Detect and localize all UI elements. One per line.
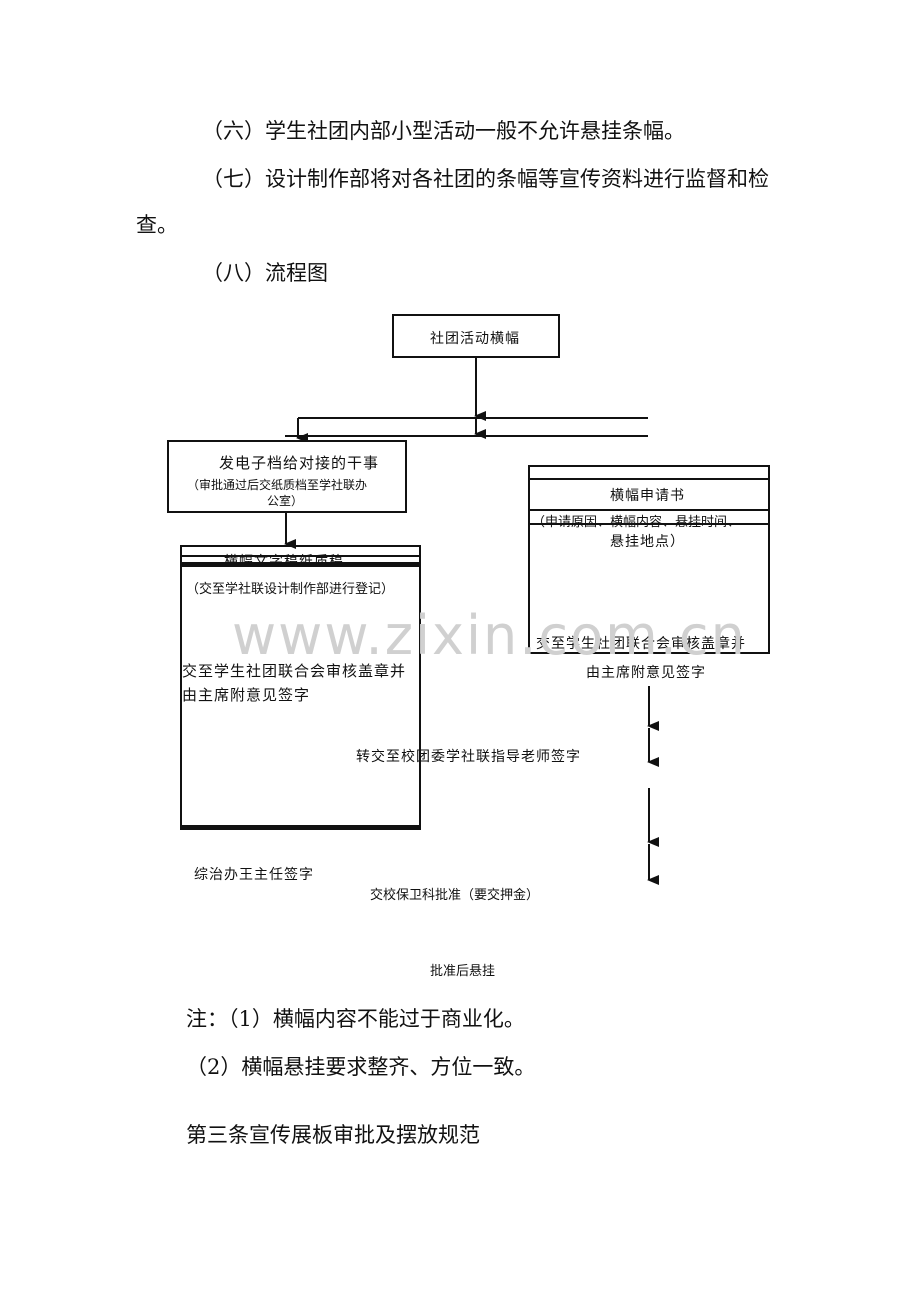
flow-left-tall-rule2: [180, 562, 421, 567]
flow-left-tall-title: 横幅文字稿纸质稿: [224, 554, 344, 562]
flow-left-tall-line2: 由主席附意见签字: [182, 686, 311, 704]
flow-left-tall-bottom: [180, 825, 421, 830]
flow-left-box-title: 发电子档给对接的干事: [219, 454, 380, 472]
flow-left-tall-rule1: [180, 555, 421, 557]
flow-right-below: 由主席附意见签字: [586, 665, 706, 681]
flow-left-box: 发电子档给对接的干事 （审批通过后交纸质档至学社联办 公室）: [167, 440, 407, 513]
flow-right-box-rule3: [530, 523, 768, 525]
flow-right-box-title: 横幅申请书: [610, 488, 685, 504]
flow-right-box-bottom: 交至学生社团联合会审核盖章并: [536, 636, 746, 652]
flow-final: 批准后悬挂: [430, 964, 496, 979]
flow-left-tall-register: （交至学社联设计制作部进行登记）: [186, 582, 395, 597]
watermark: www.zixin.com.cn: [232, 604, 747, 667]
flow-left-tall-top: [180, 545, 421, 547]
flow-left-tall-right-edge: [419, 546, 421, 828]
flow-left-tall-title-clip: 横幅文字稿纸质稿: [182, 548, 418, 562]
flow-left-tall-left-edge: [180, 546, 182, 828]
flow-security: 交校保卫科批准（要交押金）: [370, 888, 540, 903]
flow-top-box-label: 社团活动横幅: [430, 331, 520, 347]
paragraph-seven-line2: 查。: [136, 213, 178, 237]
note-two: （2）横幅悬挂要求整齐、方位一致。: [186, 1055, 536, 1079]
flow-director-sign: 综治办王主任签字: [194, 867, 314, 883]
note-one: 注：（1）横幅内容不能过于商业化。: [186, 1007, 525, 1031]
flow-left-box-sub1: （审批通过后交纸质档至学社联办: [187, 478, 368, 492]
section-heading: 第三条宣传展板审批及摆放规范: [186, 1123, 480, 1147]
flow-right-box-rule2: [530, 509, 768, 511]
flow-left-box-sub2: 公室）: [267, 494, 304, 508]
flow-top-box: 社团活动横幅: [392, 314, 560, 358]
flow-right-box-sub1: （申请原因、横幅内容、悬挂时间、: [532, 515, 741, 530]
flow-right-box-rule1: [530, 478, 768, 480]
paragraph-six: （六）学生社团内部小型活动一般不允许悬挂条幅。: [202, 119, 685, 143]
flow-left-tall-line1: 交至学生社团联合会审核盖章并: [182, 662, 407, 680]
flow-right-box: 横幅申请书 （申请原因、横幅内容、悬挂时间、 悬挂地点） 交至学生社团联合会审核…: [528, 465, 770, 654]
flow-right-box-sub2: 悬挂地点）: [610, 534, 685, 550]
paragraph-eight-heading: （八）流程图: [202, 261, 328, 285]
paragraph-seven-line1: （七）设计制作部将对各社团的条幅等宣传资料进行监督和检: [202, 167, 769, 191]
flow-teacher-sign: 转交至校团委学社联指导老师签字: [356, 749, 581, 765]
